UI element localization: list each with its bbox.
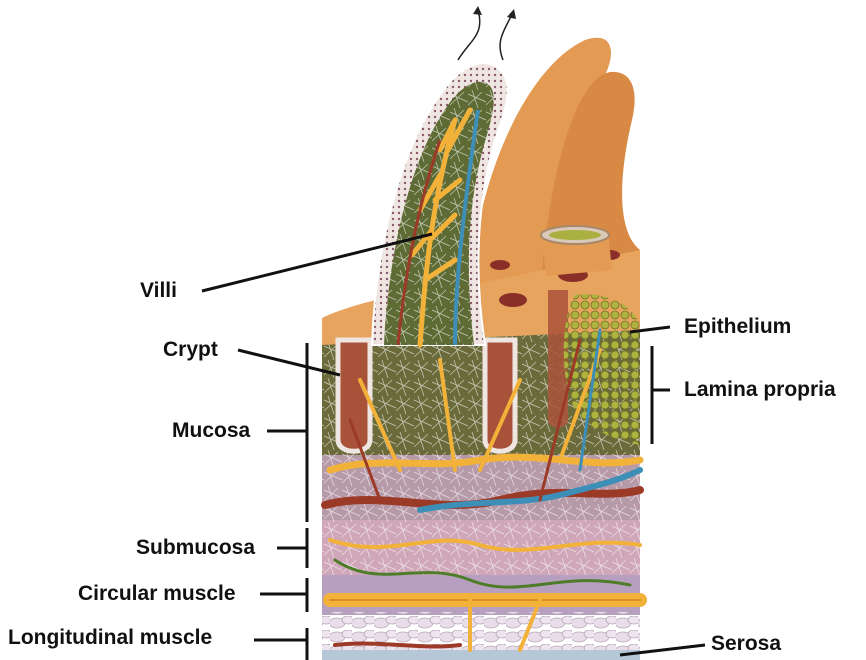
epithelium-label: Epithelium	[684, 316, 791, 337]
crypt-label: Crypt	[163, 339, 218, 360]
crypt-leader-line	[238, 350, 340, 375]
serosa-leader-line	[620, 645, 705, 655]
villi-leader-line	[202, 234, 432, 291]
epithelium-leader-line	[630, 327, 670, 332]
lamina-propria-label: Lamina propria	[684, 379, 836, 400]
longitudinal-muscle-label: Longitudinal muscle	[8, 627, 212, 648]
villi-label: Villi	[140, 280, 177, 301]
serosa-label: Serosa	[711, 633, 781, 654]
circular-muscle-label: Circular muscle	[78, 583, 236, 604]
mucosa-label: Mucosa	[172, 420, 250, 441]
submucosa-label: Submucosa	[136, 537, 255, 558]
